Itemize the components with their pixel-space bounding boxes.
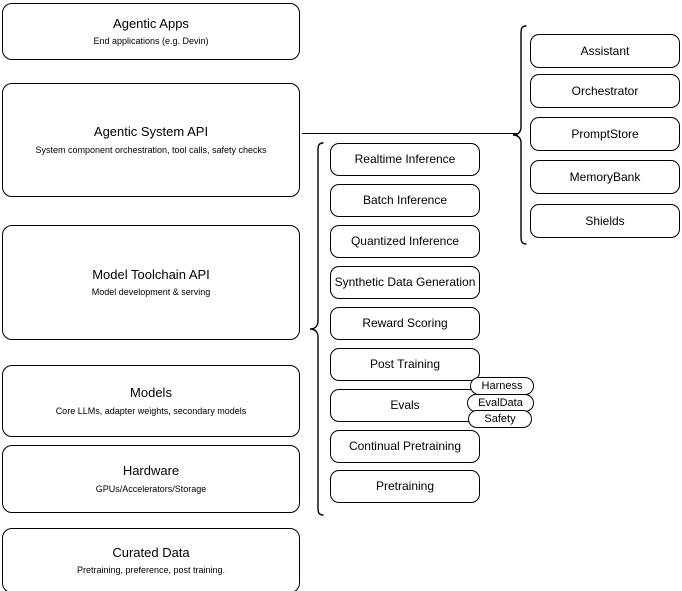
layer-subtitle: GPUs/Accelerators/Storage (95, 483, 207, 494)
layer-subtitle: End applications (e.g. Devin) (93, 36, 209, 46)
toolchain-box-post-training[interactable]: Post Training (330, 348, 480, 381)
layer-title: Agentic Apps (113, 15, 189, 31)
layer-box-agentic-apps[interactable]: Agentic Apps End applications (e.g. Devi… (2, 3, 300, 60)
layer-title: Model Toolchain API (92, 266, 210, 282)
toolchain-label: Continual Pretraining (348, 439, 462, 453)
layer-box-model-toolchain-api[interactable]: Model Toolchain API Model development & … (2, 225, 300, 340)
evals-pill-label: Harness (481, 380, 523, 392)
system-box-memorybank[interactable]: MemoryBank (530, 160, 680, 194)
layer-subtitle: Model development & serving (91, 287, 211, 297)
toolchain-label: Evals (390, 398, 420, 412)
evals-pill-safety[interactable]: Safety (468, 410, 532, 428)
system-label: Shields (585, 213, 625, 228)
toolchain-label: Post Training (369, 357, 441, 371)
toolchain-box-reward-scoring[interactable]: Reward Scoring (330, 307, 480, 340)
evals-pill-label: Safety (484, 413, 516, 425)
toolchain-label: Batch Inference (362, 193, 448, 207)
layer-title: Models (130, 385, 172, 401)
toolchain-label: Quantized Inference (350, 234, 460, 248)
brace-system-components (512, 24, 528, 246)
system-box-assistant[interactable]: Assistant (530, 34, 680, 68)
toolchain-box-evals[interactable]: Evals (330, 389, 480, 422)
toolchain-box-quantized-inference[interactable]: Quantized Inference (330, 225, 480, 258)
toolchain-box-realtime-inference[interactable]: Realtime Inference (330, 143, 480, 176)
toolchain-box-synthetic-data-generation[interactable]: Synthetic Data Generation (330, 266, 480, 299)
toolchain-label: Reward Scoring (362, 316, 448, 330)
toolchain-box-continual-pretraining[interactable]: Continual Pretraining (330, 430, 480, 463)
system-box-promptstore[interactable]: PromptStore (530, 117, 680, 151)
layer-title: Agentic System API (93, 124, 209, 140)
toolchain-box-batch-inference[interactable]: Batch Inference (330, 184, 480, 217)
system-label: Assistant (580, 43, 630, 58)
layer-box-models[interactable]: Models Core LLMs, adapter weights, secon… (2, 365, 300, 437)
layer-title: Hardware (122, 463, 180, 479)
brace-toolchain-components (309, 141, 325, 517)
system-box-orchestrator[interactable]: Orchestrator (530, 74, 680, 108)
layer-box-agentic-system-api[interactable]: Agentic System API System component orch… (2, 83, 300, 197)
system-box-shields[interactable]: Shields (530, 204, 680, 238)
toolchain-label: Realtime Inference (354, 152, 456, 166)
toolchain-box-pretraining[interactable]: Pretraining (330, 470, 480, 503)
toolchain-label: Pretraining (375, 479, 435, 493)
layer-title: Curated Data (112, 544, 190, 560)
layer-subtitle: Core LLMs, adapter weights, secondary mo… (55, 405, 247, 416)
connector-line-system-api-to-components (302, 133, 518, 134)
layer-subtitle: Pretraining, preference, post training. (76, 565, 226, 575)
toolchain-label: Synthetic Data Generation (334, 275, 476, 289)
system-label: MemoryBank (569, 169, 641, 184)
evals-pill-label: EvalData (478, 397, 523, 409)
layer-subtitle: System component orchestration, tool cal… (35, 144, 267, 155)
system-label: Orchestrator (571, 83, 639, 98)
system-label: PromptStore (571, 126, 639, 141)
layer-box-curated-data[interactable]: Curated Data Pretraining, preference, po… (2, 528, 300, 591)
evals-pill-harness[interactable]: Harness (470, 377, 534, 395)
layer-box-hardware[interactable]: Hardware GPUs/Accelerators/Storage (2, 445, 300, 513)
